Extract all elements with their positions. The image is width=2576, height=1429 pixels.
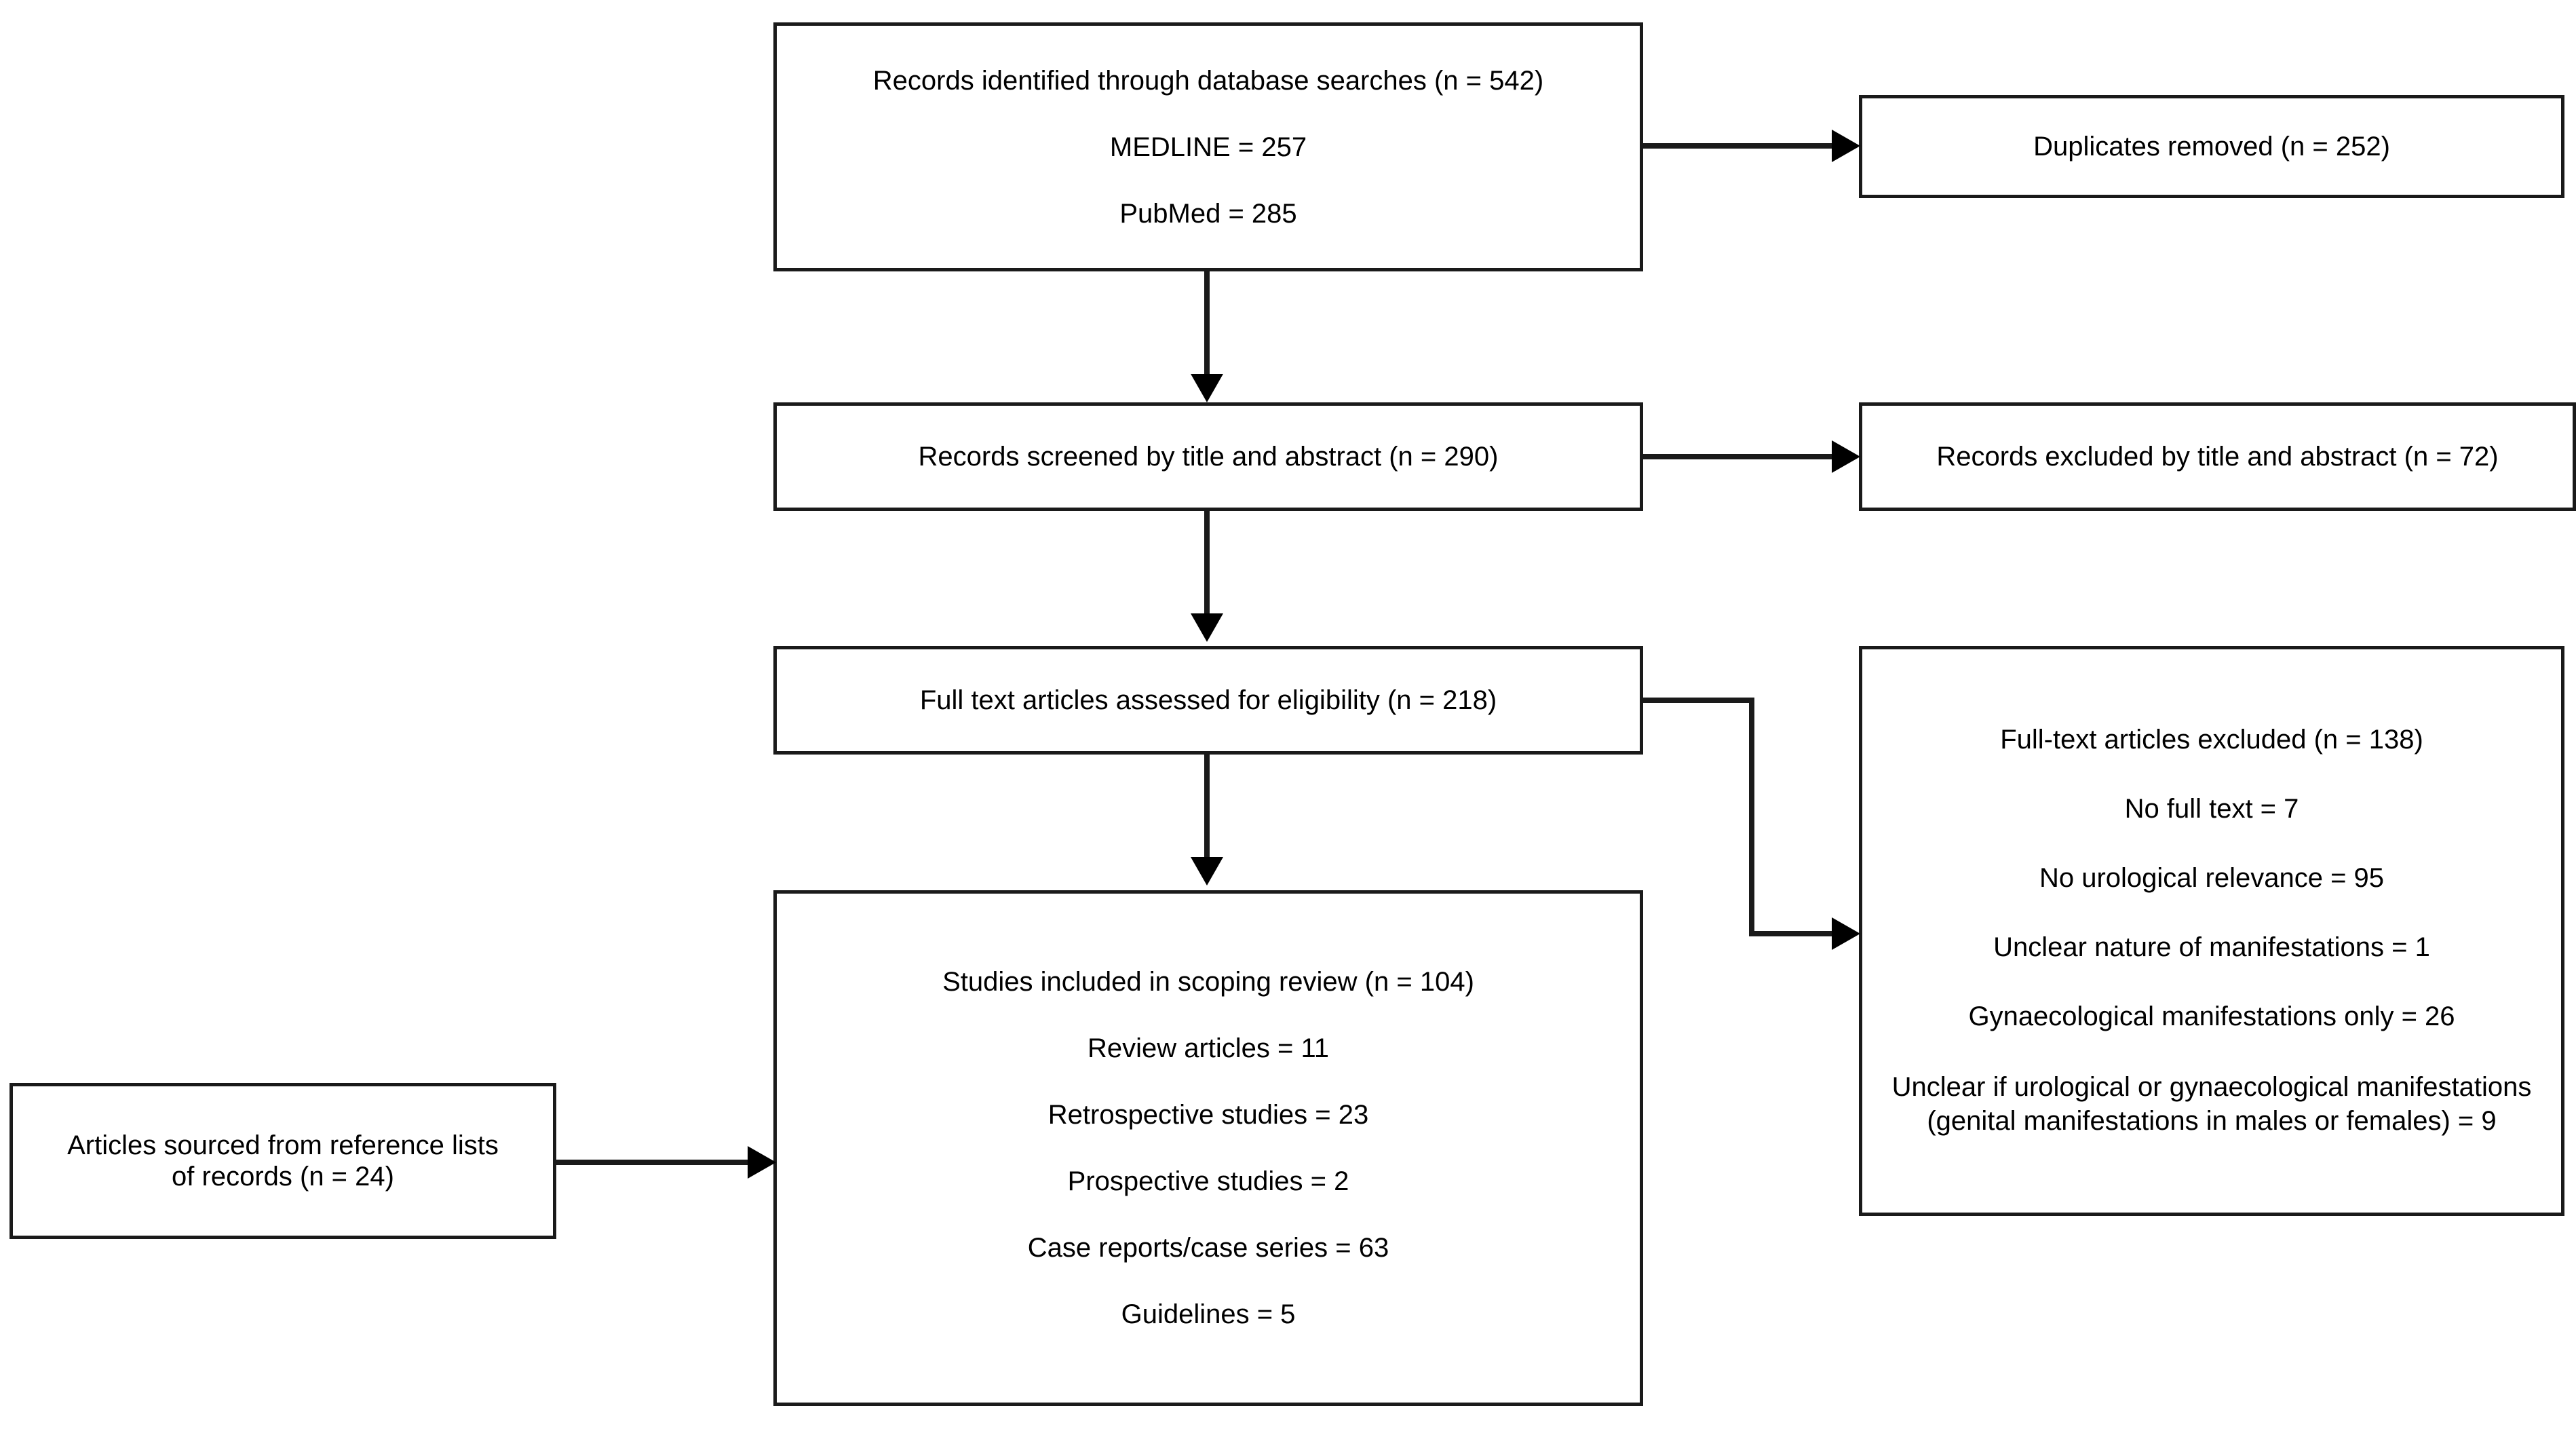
edge-eligibility-elbow-h2 xyxy=(1749,931,1836,936)
full-text-assessed-box: Full text articles assessed for eligibil… xyxy=(773,646,1643,755)
full-text-excluded-total: Full-text articles excluded (n = 138) xyxy=(2000,725,2423,755)
edge-eligibility-elbow-v xyxy=(1749,698,1754,936)
studies-included-total: Studies included in scoping review (n = … xyxy=(942,967,1474,997)
records-identified-line-3: PubMed = 285 xyxy=(1119,198,1297,229)
reference-lists-content: Articles sourced from reference lists of… xyxy=(13,1130,553,1192)
records-identified-box: Records identified through database sear… xyxy=(773,22,1643,271)
reference-lists-line-1: Articles sourced from reference lists xyxy=(67,1130,499,1160)
studies-included-item-2: Retrospective studies = 23 xyxy=(1047,1100,1369,1130)
studies-included-item-1: Review articles = 11 xyxy=(1087,1033,1330,1063)
records-screened-label: Records screened by title and abstract (… xyxy=(918,442,1499,472)
studies-included-item-3: Prospective studies = 2 xyxy=(1067,1166,1349,1196)
edge-screened-to-eligibility-arrowhead xyxy=(1191,613,1223,642)
edge-identified-to-screened-arrowhead xyxy=(1191,374,1223,402)
full-text-excluded-reason-5: Unclear if urological or gynaecological … xyxy=(1891,1072,2532,1136)
full-text-excluded-box: Full-text articles excluded (n = 138) No… xyxy=(1859,646,2564,1216)
full-text-excluded-reason-4: Gynaecological manifestations only = 26 xyxy=(1968,1002,2455,1031)
full-text-assessed-label: Full text articles assessed for eligibil… xyxy=(919,685,1497,715)
edge-screened-to-eligibility-line xyxy=(1204,511,1210,616)
edge-eligibility-to-included-line xyxy=(1204,755,1210,860)
edge-eligibility-to-included-arrowhead xyxy=(1191,857,1223,885)
studies-included-item-4: Case reports/case series = 63 xyxy=(1027,1233,1389,1263)
edge-identified-to-duplicates-arrowhead xyxy=(1832,130,1860,162)
full-text-excluded-reason-2: No urological relevance = 95 xyxy=(2039,863,2385,893)
edge-eligibility-elbow-h1 xyxy=(1643,698,1754,703)
edge-eligibility-to-excluded-arrowhead xyxy=(1832,917,1860,950)
duplicates-removed-label: Duplicates removed (n = 252) xyxy=(2033,132,2390,161)
edge-references-to-included-line xyxy=(556,1160,752,1165)
studies-included-content: Studies included in scoping review (n = … xyxy=(777,966,1640,1330)
reference-lists-box: Articles sourced from reference lists of… xyxy=(9,1083,556,1239)
reference-lists-line-2: of records (n = 24) xyxy=(172,1162,394,1192)
full-text-excluded-reason-3: Unclear nature of manifestations = 1 xyxy=(1993,932,2430,962)
records-identified-line-2: MEDLINE = 257 xyxy=(1109,132,1307,162)
edge-screened-to-excluded-line xyxy=(1643,454,1834,459)
studies-included-box: Studies included in scoping review (n = … xyxy=(773,890,1643,1406)
edge-references-to-included-arrowhead xyxy=(748,1146,776,1179)
edge-identified-to-duplicates-line xyxy=(1643,143,1834,149)
records-identified-content: Records identified through database sear… xyxy=(777,65,1640,229)
records-excluded-label: Records excluded by title and abstract (… xyxy=(1936,442,2499,472)
full-text-excluded-reason-1: No full text = 7 xyxy=(2124,794,2299,824)
records-screened-box: Records screened by title and abstract (… xyxy=(773,402,1643,511)
edge-identified-to-screened-line xyxy=(1204,271,1210,377)
records-excluded-box: Records excluded by title and abstract (… xyxy=(1859,402,2576,511)
edge-screened-to-excluded-arrowhead xyxy=(1832,440,1860,473)
records-identified-line-1: Records identified through database sear… xyxy=(872,65,1544,96)
studies-included-item-5: Guidelines = 5 xyxy=(1121,1299,1296,1329)
duplicates-removed-box: Duplicates removed (n = 252) xyxy=(1859,95,2564,198)
full-text-excluded-content: Full-text articles excluded (n = 138) No… xyxy=(1883,724,2541,1138)
